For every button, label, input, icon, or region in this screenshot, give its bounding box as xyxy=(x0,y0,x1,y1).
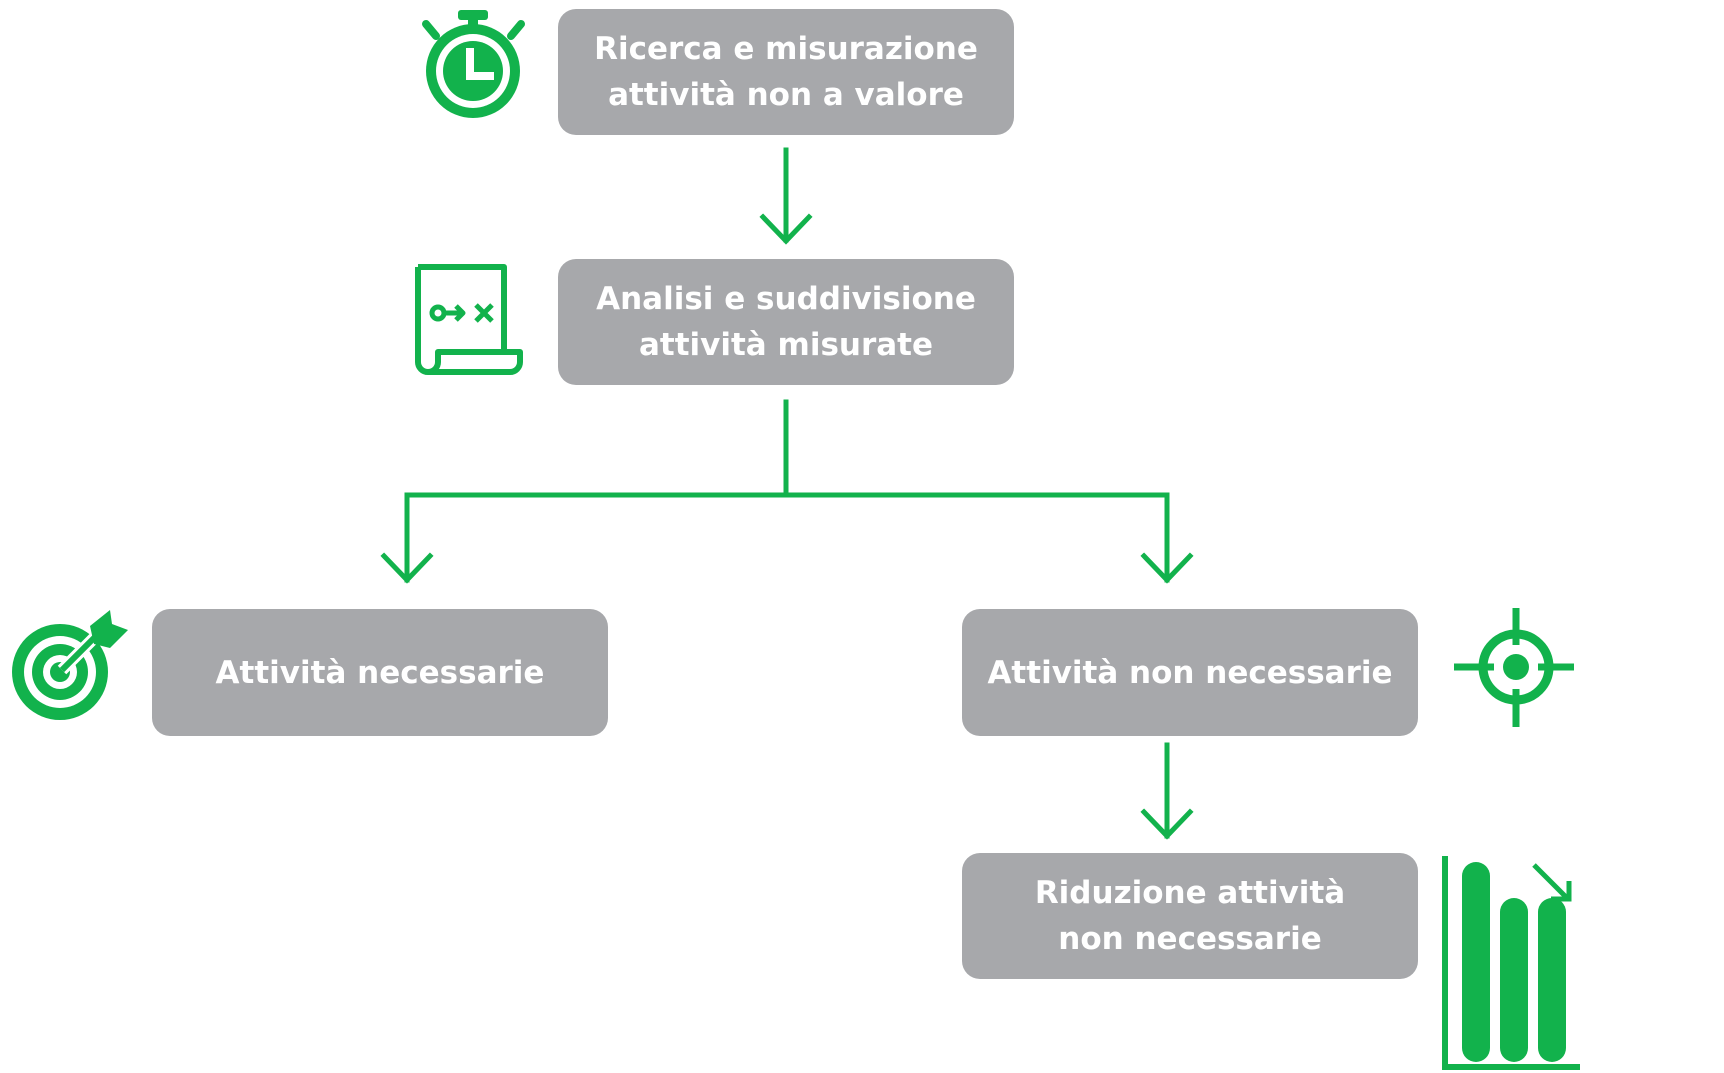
node-label-line1: Riduzione attività xyxy=(1034,875,1346,911)
stopwatch-icon xyxy=(422,10,525,118)
node-label-line1: Analisi e suddivisione xyxy=(596,281,976,317)
node-research-measurement: Ricerca e misurazione attività non a val… xyxy=(558,9,1014,135)
node-label-line2: non necessarie xyxy=(1058,921,1322,957)
node-analysis-split: Analisi e suddivisione attività misurate xyxy=(558,259,1014,385)
node-label-line2: attività non a valore xyxy=(608,77,964,113)
crosshair-icon xyxy=(1454,608,1574,727)
node-reduction: Riduzione attività non necessarie xyxy=(962,853,1418,979)
arrowhead-n4-n5 xyxy=(1140,808,1194,840)
arrowhead-to-n4 xyxy=(1140,552,1194,584)
node-necessary-activities: Attività necessarie xyxy=(152,609,608,736)
document-process-icon xyxy=(415,264,523,375)
target-arrow-icon xyxy=(12,610,128,720)
arrowhead-to-n3 xyxy=(380,552,434,584)
node-label: Attività necessarie xyxy=(215,654,545,691)
node-label-line1: Ricerca e misurazione xyxy=(594,31,978,67)
decreasing-bar-chart-icon xyxy=(1442,856,1580,1070)
node-label: Attività non necessarie xyxy=(987,654,1393,691)
node-unnecessary-activities: Attività non necessarie xyxy=(962,609,1418,736)
node-label-line2: attività misurate xyxy=(638,327,934,363)
arrowhead-n1-n2 xyxy=(759,213,813,245)
